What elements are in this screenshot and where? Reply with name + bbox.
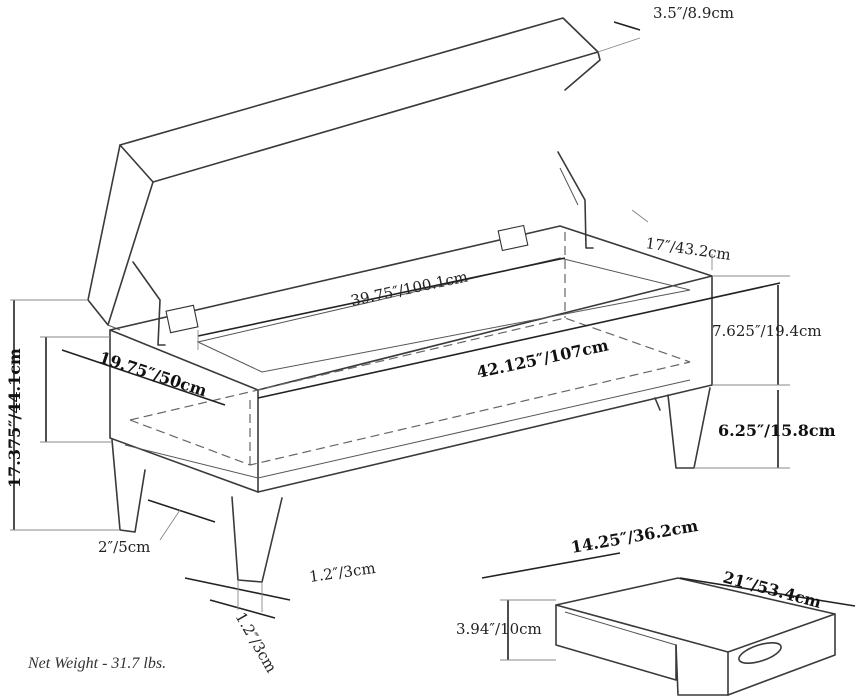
net-weight-label: Net Weight - 31.7 lbs. [27,655,166,672]
leg-width-a-label: 1.2″/3cm [308,559,377,586]
tray [555,577,836,696]
bench-lid [87,17,601,331]
dimension-lines [10,21,856,661]
tray-height-label: 3.94″/10cm [456,620,542,638]
total-width-label: 42.125″/107cm [475,335,610,382]
total-depth-label: 19.75″/50cm [97,348,209,401]
tray-length-label: 21″/53.4cm [721,568,823,612]
hinges [132,151,594,346]
leg-width-b-label: 1.2″/3cm [232,609,281,676]
tray-width-label: 14.25″/36.2cm [569,516,699,557]
box-height-label: 7.625″/19.4cm [712,322,822,340]
interior-length-label: 39.75″/100.1cm [349,268,469,310]
lid-thickness-label: 3.5″/8.9cm [653,4,734,22]
leg-inset-label: 2″/5cm [98,538,150,556]
total-height-label: 17.375″/44.1cm [5,348,24,488]
leg-height-label: 6.25″/15.8cm [718,421,836,440]
depth-label: 17″/43.2cm [644,234,731,264]
bench-legs [111,387,711,583]
bench-box [109,225,713,493]
